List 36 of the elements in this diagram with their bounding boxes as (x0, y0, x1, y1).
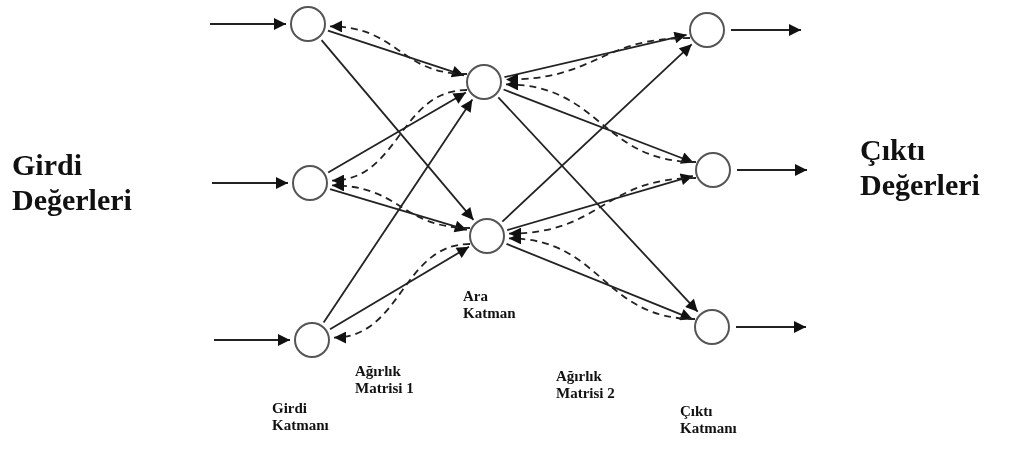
arrow (501, 43, 693, 223)
arrow (327, 29, 465, 78)
neuron-circle (694, 309, 730, 345)
dashed-arrow (331, 180, 471, 229)
text-label: Ağırlık Matrisi 1 (355, 363, 415, 398)
arrow (497, 96, 699, 313)
arrow (736, 164, 808, 176)
arrow (209, 18, 287, 30)
neuron-circle (689, 12, 725, 48)
arrow (329, 188, 468, 233)
arrow (506, 173, 694, 231)
neuron-circle (469, 218, 505, 254)
arrow (735, 321, 807, 333)
neuron-circle (292, 165, 328, 201)
neuron-circle (294, 322, 330, 358)
arrow (503, 31, 688, 79)
text-label: Çıktı Katmanı (680, 403, 738, 438)
arrow (213, 334, 291, 346)
dashed-arrow (508, 177, 697, 239)
arrow (730, 24, 802, 36)
text-label: Girdi Değerleri (12, 148, 133, 217)
neuron-circle (695, 152, 731, 188)
dashed-arrow (331, 89, 468, 186)
arrow (327, 91, 467, 174)
text-label: Ara Katman (463, 288, 517, 323)
text-label: Girdi Katmanı (272, 400, 330, 435)
text-label: Ağırlık Matrisi 2 (556, 368, 616, 403)
arrow (320, 39, 475, 221)
dashed-arrow (329, 21, 468, 75)
arrow (211, 177, 289, 189)
dashed-arrow (333, 243, 471, 343)
arrow (322, 98, 474, 324)
arrow (329, 245, 470, 331)
neuron-circle (466, 64, 502, 100)
text-label: Çıktı Değerleri (860, 133, 981, 202)
neuron-circle (290, 6, 326, 42)
